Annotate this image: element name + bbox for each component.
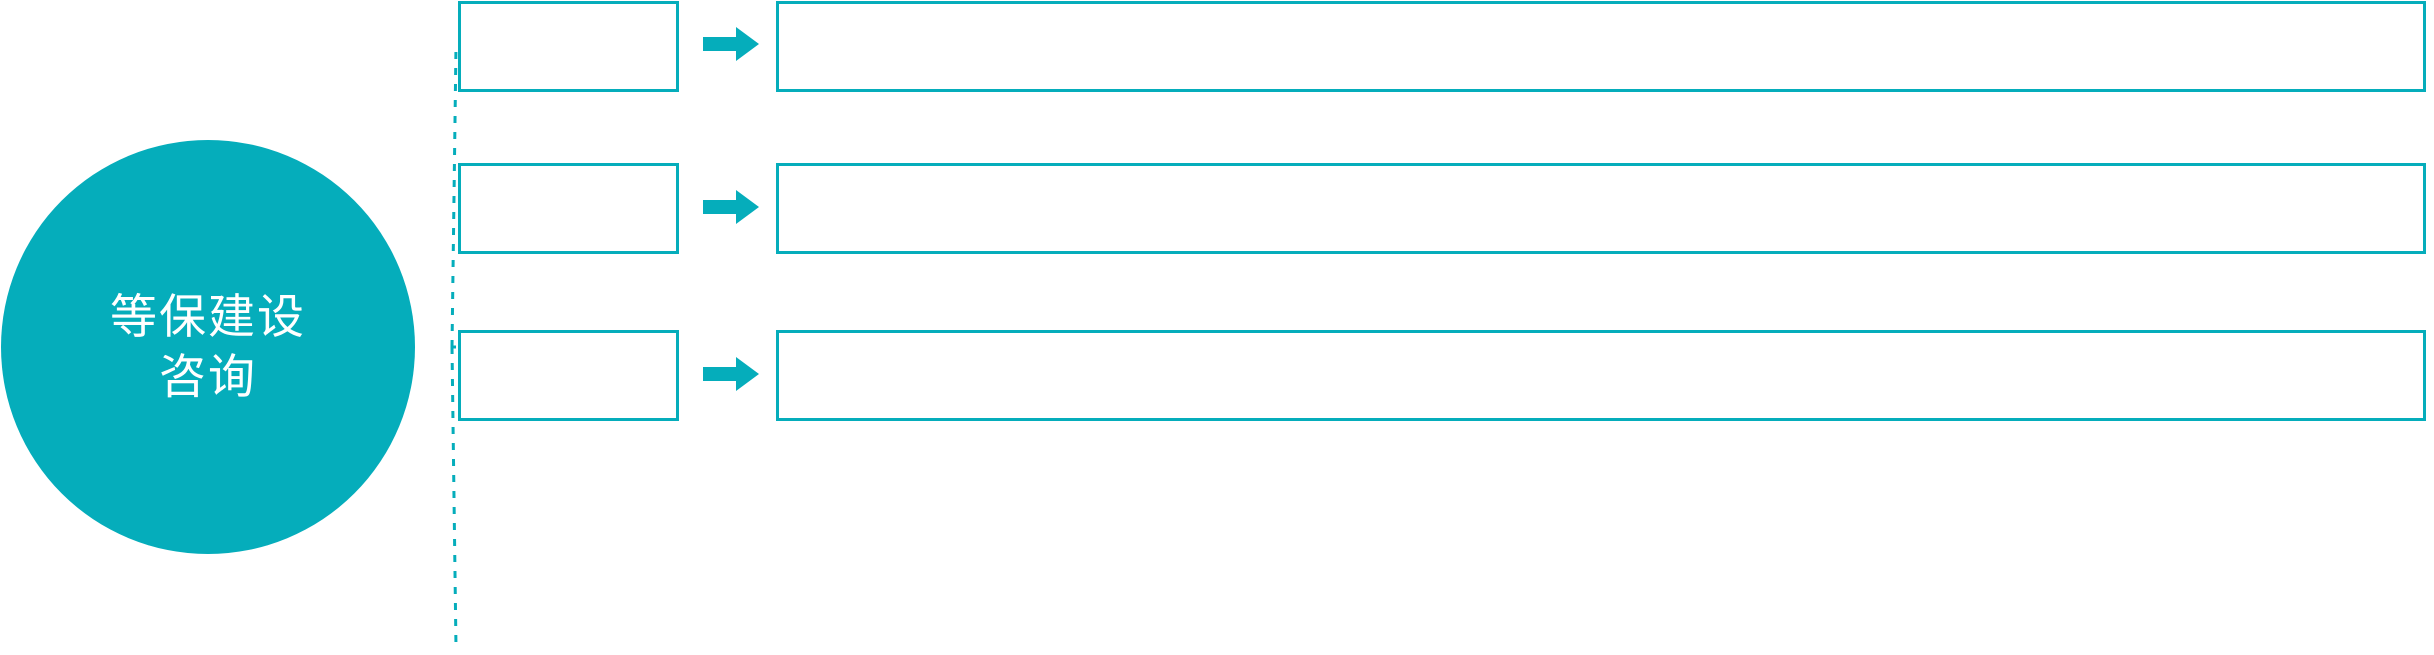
right-arrow-icon <box>703 189 759 225</box>
hub-label-line-2: 咨询 <box>159 350 257 403</box>
right-arrow-icon <box>703 356 759 392</box>
category-box[interactable] <box>458 163 679 254</box>
hub-circle[interactable]: 等保建设 咨询 <box>1 140 415 554</box>
right-arrow-icon <box>703 26 759 62</box>
category-box[interactable] <box>458 1 679 92</box>
category-box[interactable] <box>458 330 679 421</box>
connector-line-top <box>450 45 458 348</box>
detail-box[interactable] <box>776 330 2426 421</box>
hub-label-line-1: 等保建设 <box>110 289 306 343</box>
detail-box[interactable] <box>776 1 2426 92</box>
connector-line-bottom <box>450 346 458 649</box>
detail-box[interactable] <box>776 163 2426 254</box>
